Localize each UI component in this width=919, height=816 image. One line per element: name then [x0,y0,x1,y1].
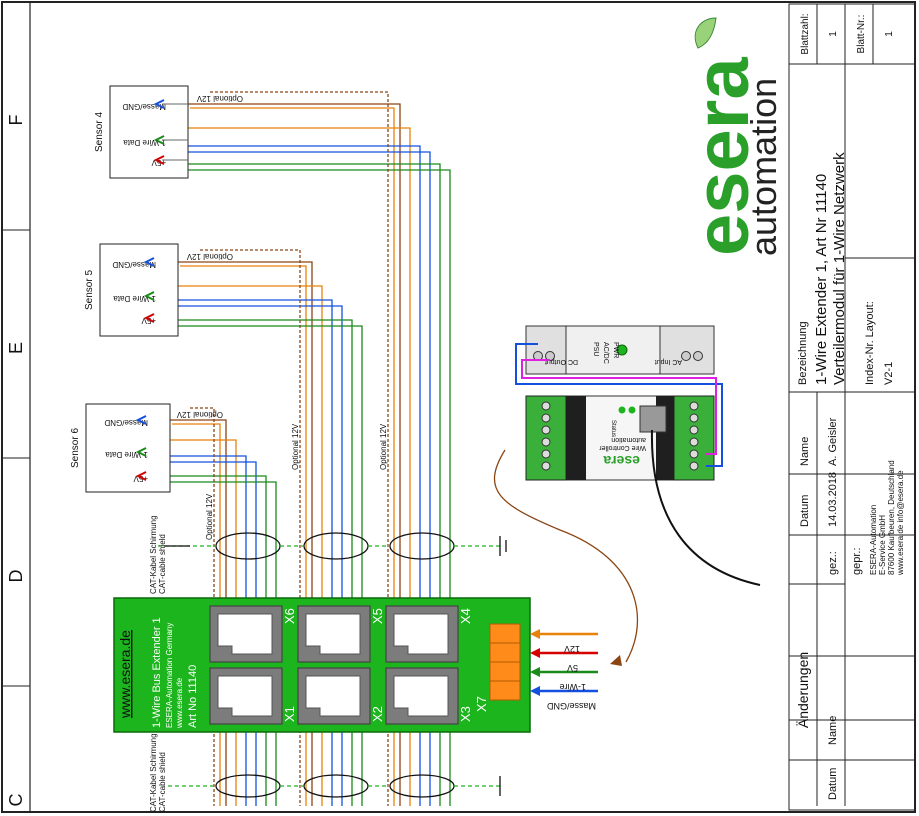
pin-label: Masse/GND [122,102,166,111]
logo-word: esera [680,57,765,256]
cable-optional-label: Optional 12V [291,423,300,470]
terminal-x7 [489,623,521,701]
controller-brand: esera [603,453,640,469]
pin-label: +5V [133,474,148,483]
sensor-4-box: Sensor 4 Masse/GND 1-Wire Data +5V [94,85,189,179]
logo-subword: automation [743,78,784,256]
sensor-title: Sensor 5 [84,270,95,310]
datum-value: 14.03.2018 [827,472,839,527]
esera-logo: esera automation [680,17,784,256]
company-line-1: ESERA-Automation [869,505,878,575]
bus-extender-module: www.esera.de 1-Wire Bus Extender 1 ESERA… [113,597,531,733]
title-line-1: 1-Wire Extender 1, Art Nr 11140 [813,174,830,385]
title-line-2: Verteilermodul für 1-Wire Netzwerk [831,152,848,385]
sensor-title: Sensor 6 [70,428,81,468]
index-label: Index-Nr. Layout: [864,301,876,385]
psu-acdc: AC/DC [602,342,609,364]
name-label: Name [799,437,811,466]
cable-optional-label: Optional 12V [205,493,214,540]
psu-controller-wiring [515,343,723,467]
controller-line-2: Wire Controller [599,444,646,451]
pin-label: +5V [141,316,156,325]
datum-label: Datum [799,495,811,527]
port-label: X6 [282,608,297,624]
shield-label-line-2: CAT-cable shield [158,534,167,594]
name-value: A. Geisler [827,417,839,466]
psu-dc-output: DC Output [545,358,578,365]
optional-12v-label: Optional 12V [186,252,233,261]
blattnr-value: 1 [884,31,895,37]
module-maker: ESERA-Automation Germany [165,623,174,728]
pin-label: Masse/GND [104,418,148,427]
zone-label-c: C [6,794,26,807]
port-label: X1 [282,706,297,722]
blattnr-label: Blatt-Nr.: [856,15,867,54]
port-label: X4 [458,608,473,624]
pin-label: +5V [151,158,166,167]
module-art: Art No 11140 [187,665,199,728]
company-line-3: 87600 Kaufbeuren, Deutschland [887,460,896,575]
port-label: X5 [370,608,385,624]
wire-controller-module: esera automation Wire Controller Status [525,395,715,481]
shield-label-line-2: CAT-cable shield [158,752,167,812]
company-line-2: E-Service GmbH [878,515,887,575]
bus-wire-label: 5V [567,663,578,673]
title-block [788,3,916,811]
shield-label-line-1: CAT-Kabel Schirmung [149,515,158,594]
aenderungen-label: Änderungen [795,652,811,728]
bus-wire-arrowheads [530,629,540,696]
company-line-4: www.esera.de info@esera.de [896,470,905,576]
optional-12v-label: Optional 12V [176,410,223,419]
a-name-label: Name [827,716,839,745]
controller-status: Status [610,420,616,437]
bus-wire-label: 12V [564,644,580,654]
blattzahl-value: 1 [828,31,839,37]
cable-bundle-sensor-4 [188,91,451,806]
a-datum-label: Datum [827,768,839,800]
module-name: 1-Wire Bus Extender 1 [151,617,163,728]
psu-module: DC Output PSU AC/DC PWR AC Input [525,325,715,375]
cable-shields [158,532,507,798]
zone-label-d: D [6,570,26,583]
psu-pwr: PWR [612,342,619,358]
psu-label: PSU [592,342,599,356]
sensor-5-box: Sensor 5 Masse/GND 1-Wire Data +5V [84,243,179,337]
bezeichnung-label: Bezeichnung [797,321,809,385]
gepr-label: gepr.: [851,547,863,575]
bus-connection-curve [493,449,639,663]
pin-label: Masse/GND [112,260,156,269]
zone-label-f: F [6,115,26,126]
pin-label: 1-Wire Data [123,138,166,147]
module-url: www.esera.de [175,677,184,729]
shield-label-line-1: CAT-Kabel Schirmung [149,733,158,812]
sensor-6-box: Sensor 6 Masse/GND 1-Wire Data +5V [70,403,171,493]
module-website: www.esera.de [117,630,133,719]
pin-label: 1-Wire Data [105,450,148,459]
sensor-title: Sensor 4 [94,112,105,152]
terminal-label: X7 [474,696,489,712]
cable-optional-label: Optional 12V [379,423,388,470]
leaf-icon [694,17,717,49]
arrowhead-icon [610,655,622,666]
port-label: X3 [458,706,473,722]
network-cable [650,429,761,586]
zone-label-e: E [6,342,26,354]
pin-label: 1-Wire Data [113,294,156,303]
index-value: V2-1 [883,362,895,385]
bus-wires [538,632,598,693]
ethernet-port [639,405,667,433]
controller-line-1: automation [611,436,646,443]
bus-wire-label: 1-Wire [560,682,587,692]
psu-ac-input: AC Input [655,358,682,365]
gez-label: gez.: [827,551,839,575]
optional-12v-label: Optional 12V [196,94,243,103]
port-label: X2 [370,706,385,722]
bus-wire-label: Masse/GND [546,701,596,711]
blattzahl-label: Blattzahl: [800,13,811,54]
